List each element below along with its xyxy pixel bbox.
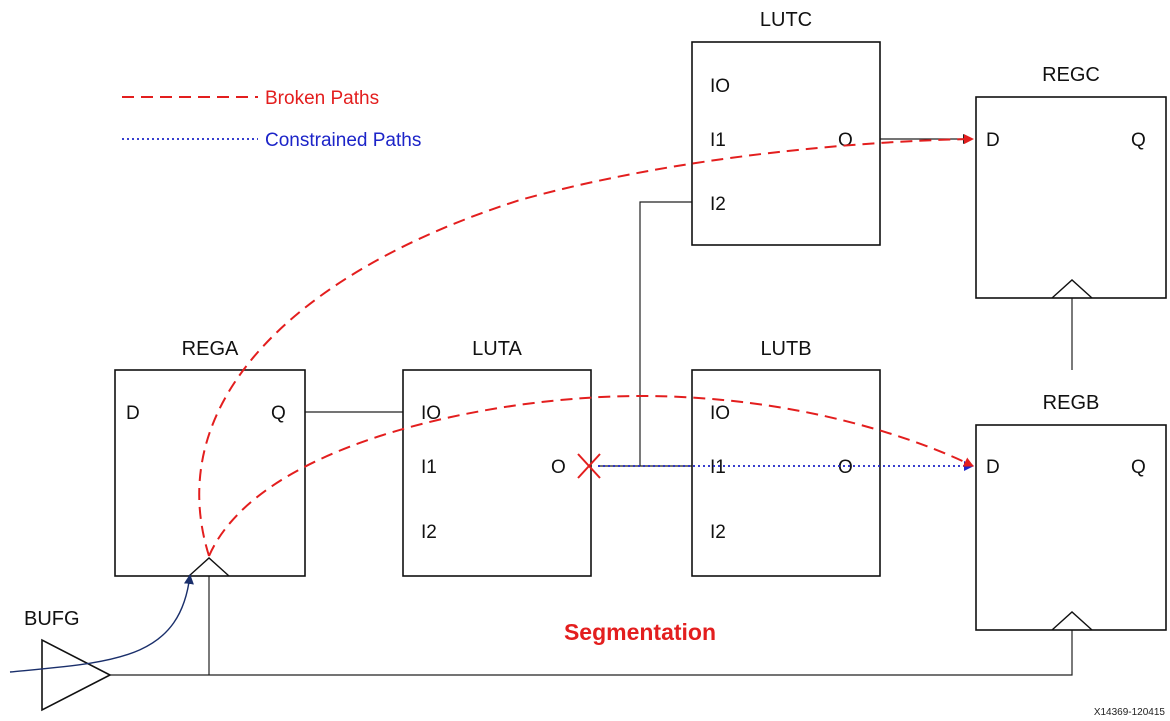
block-luta: LUTA IO I1 I2 O [402,338,592,577]
legend-constrained-label: Constrained Paths [265,130,421,151]
regc-clock-triangle [1051,279,1093,299]
luta-pin-i2: I2 [421,522,437,543]
luta-pin-o: O [551,457,566,478]
wire-luta-o-to-lutc-i2 [639,201,692,466]
lutb-pin-i2: I2 [710,522,726,543]
luta-title: LUTA [472,338,522,360]
segmentation-caption: Segmentation [564,619,716,645]
regc-pin-d: D [986,130,1000,151]
segmentation-cut-mark [577,453,601,479]
block-regb: REGB D Q [975,392,1167,631]
lutb-pin-o: O [838,457,853,478]
bufg-title: BUFG [24,608,80,630]
regb-pin-d: D [986,457,1000,478]
luta-pin-i1: I1 [421,457,437,478]
figure-id: X14369-120415 [1094,707,1166,718]
regb-clock-triangle [1051,611,1093,631]
bufg-triangle [41,638,112,712]
lutc-pin-i2: I2 [710,194,726,215]
rega-pin-q: Q [271,403,286,424]
regb-title: REGB [1043,392,1100,414]
legend-broken-label: Broken Paths [265,88,379,109]
broken-path-rega-to-regb [208,394,974,557]
regc-title: REGC [1042,64,1100,86]
block-lutb: LUTB IO I1 I2 O [691,338,881,577]
wire-clock-distribution [110,630,1073,676]
luta-pin-io: IO [421,403,441,424]
block-regc: REGC D Q [975,64,1167,299]
lutc-pin-io: IO [710,76,730,97]
lutc-title: LUTC [760,9,812,31]
legend: Broken Paths Constrained Paths [122,88,421,151]
block-lutc: LUTC IO I1 I2 O [691,9,881,246]
lutc-pin-i1: I1 [710,130,726,151]
rega-clock-triangle [188,557,230,577]
regb-pin-q: Q [1131,457,1146,478]
lutc-pin-o: O [838,130,853,151]
lutb-title: LUTB [760,338,811,360]
lutb-pin-i1: I1 [710,457,726,478]
regc-pin-q: Q [1131,130,1146,151]
block-rega: REGA D Q [114,338,306,577]
rega-title: REGA [182,338,239,360]
rega-pin-d: D [126,403,140,424]
broken-path-rega-to-regc [198,134,974,557]
buffer-bufg: BUFG [24,608,112,712]
lutb-pin-io: IO [710,403,730,424]
clock-path-curve [9,574,194,673]
